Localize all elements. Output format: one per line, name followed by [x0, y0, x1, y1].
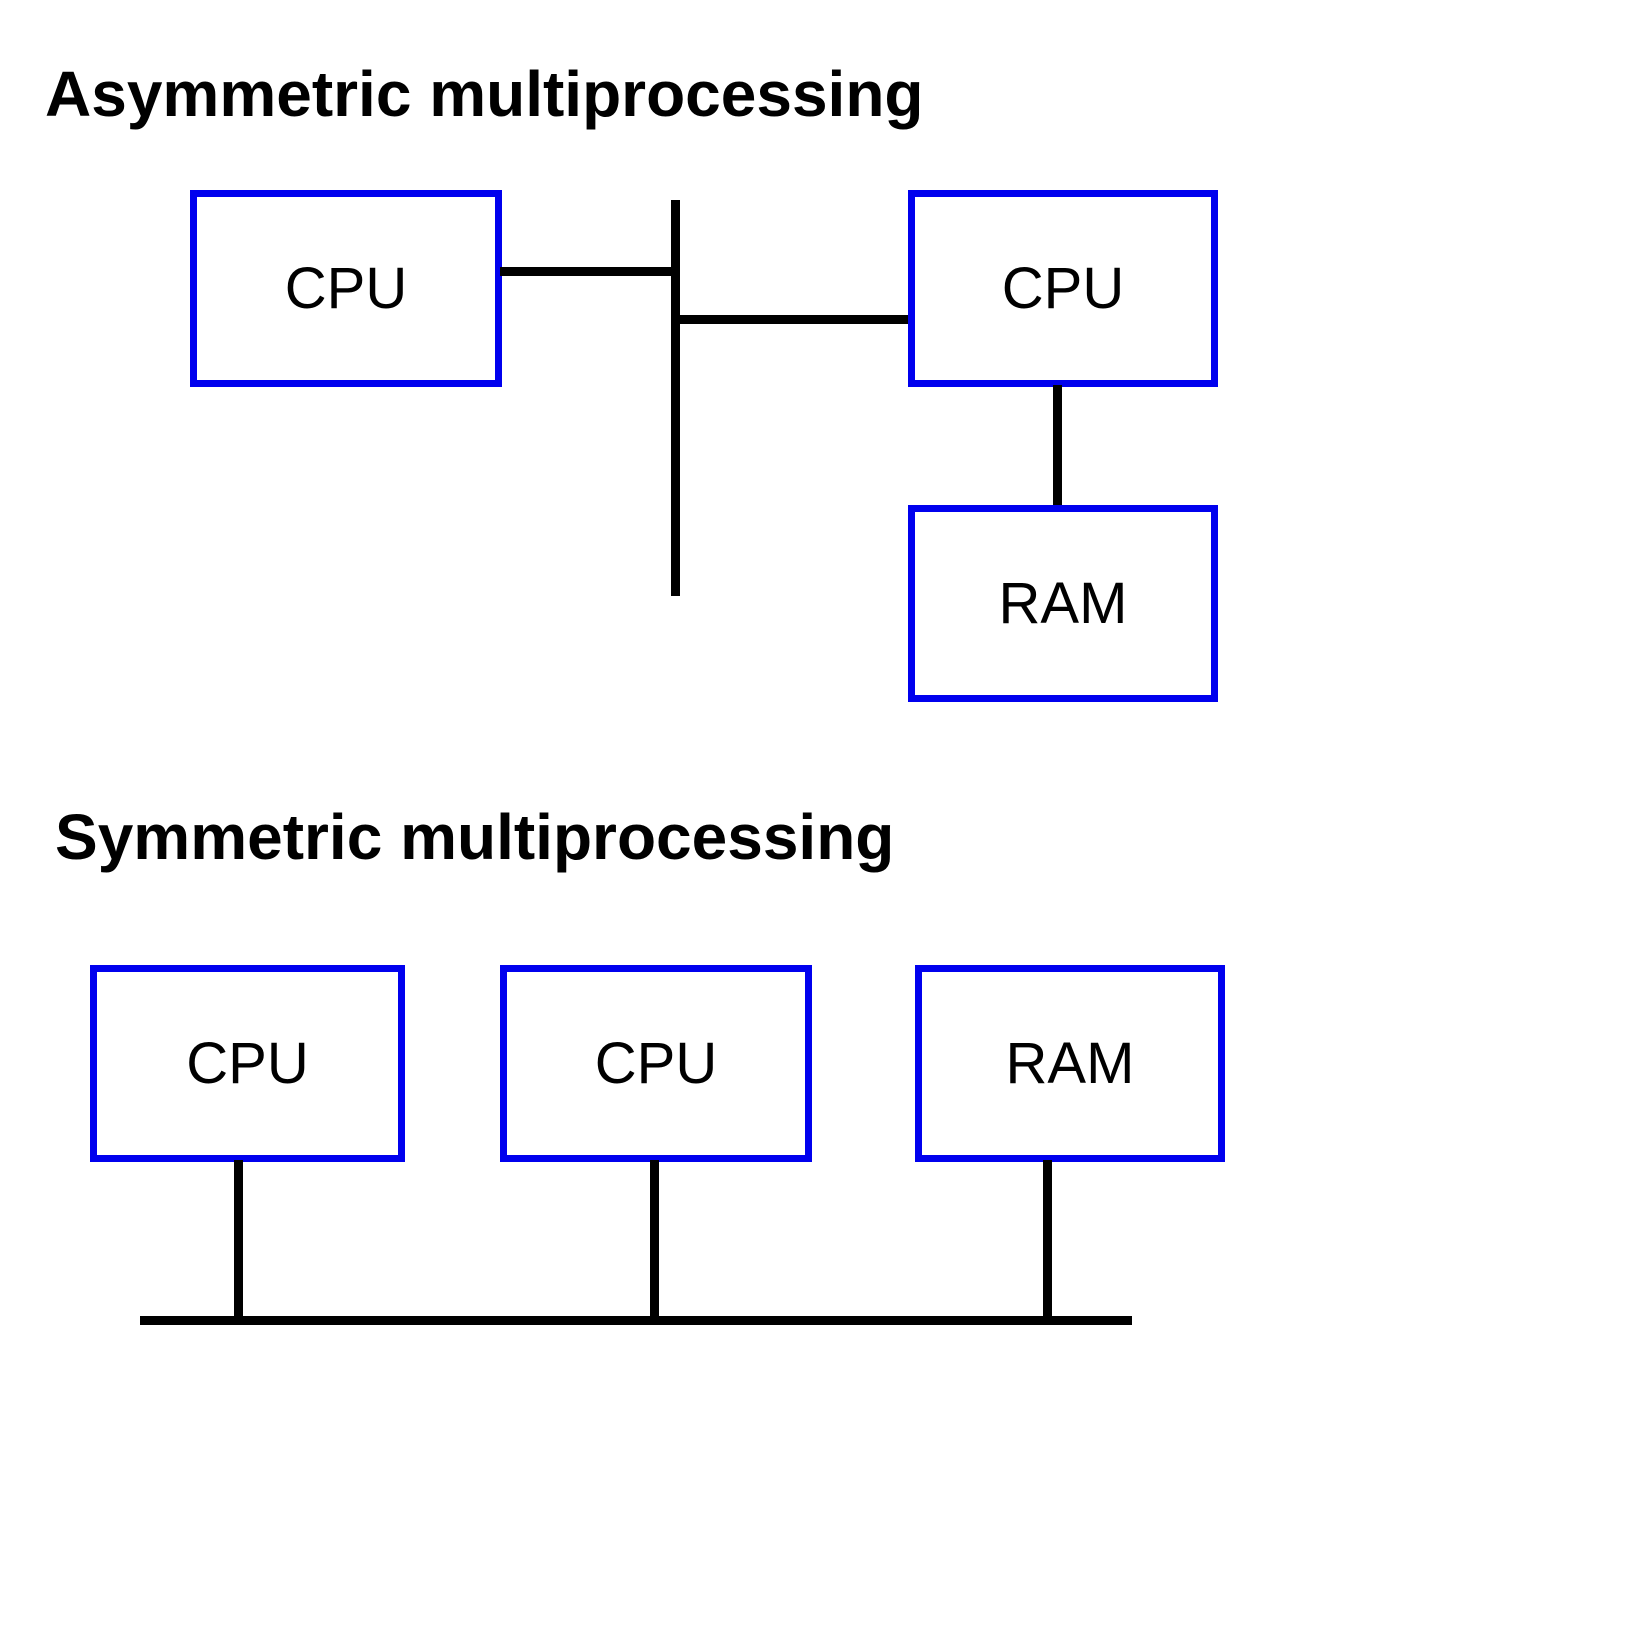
sym-drop-line-cpu2: [650, 1160, 659, 1325]
asym-bus-vertical-line: [671, 200, 680, 596]
sym-cpu-1-label: CPU: [186, 1030, 309, 1096]
sym-drop-line-ram: [1043, 1160, 1052, 1325]
sym-bus-horizontal-line: [140, 1316, 1132, 1325]
asymmetric-title: Asymmetric multiprocessing: [45, 58, 924, 130]
symmetric-title: Symmetric multiprocessing: [55, 801, 895, 873]
asym-cpu-1-label: CPU: [284, 255, 408, 321]
sym-ram-label: RAM: [1005, 1030, 1135, 1096]
sym-drop-line-cpu1: [234, 1160, 243, 1325]
asym-cpu-1-box: CPU: [190, 190, 502, 387]
asym-cpu-2-box: CPU: [908, 190, 1218, 387]
asym-ram-label: RAM: [998, 570, 1128, 636]
asym-ram-box: RAM: [908, 505, 1218, 702]
asym-connector-cpu1-bus: [500, 267, 678, 276]
asym-connector-cpu2-ram: [1053, 385, 1062, 510]
sym-cpu-1-box: CPU: [90, 965, 405, 1162]
sym-cpu-2-box: CPU: [500, 965, 812, 1162]
sym-ram-box: RAM: [915, 965, 1225, 1162]
asym-connector-bus-cpu2: [678, 315, 910, 324]
asym-cpu-2-label: CPU: [1001, 255, 1125, 321]
sym-cpu-2-label: CPU: [594, 1030, 718, 1096]
